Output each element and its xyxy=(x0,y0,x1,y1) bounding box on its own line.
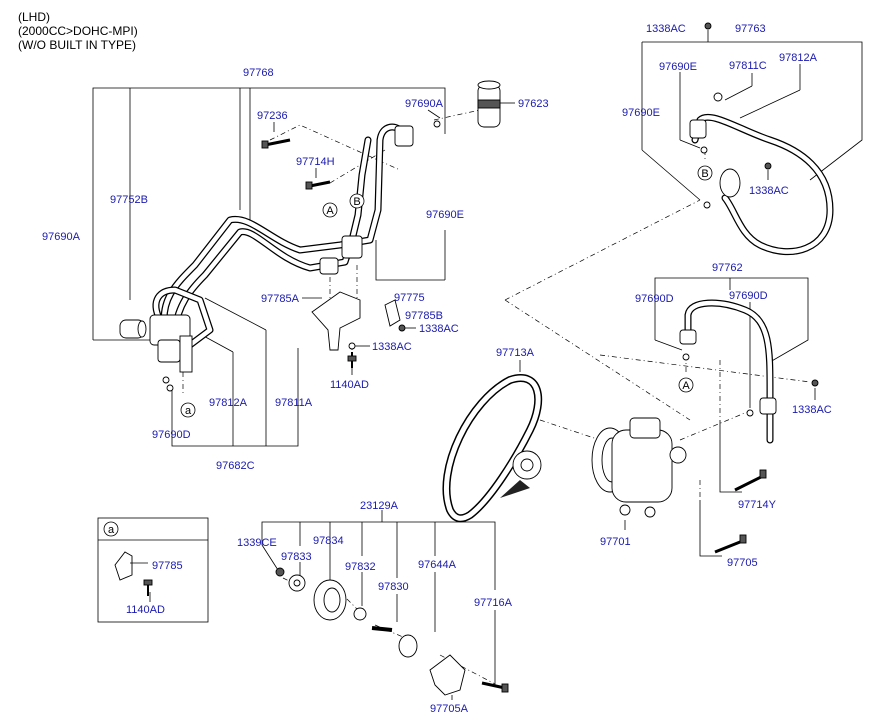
label-97716a: 97716A xyxy=(474,597,513,609)
label-1338ac-r2: 1338AC xyxy=(792,404,832,416)
bolt-icon xyxy=(261,138,331,190)
label-97690e: 97690E xyxy=(426,209,464,221)
label-97762: 97762 xyxy=(712,262,743,274)
leader-lines xyxy=(92,30,863,700)
refrigerant-hose-icon xyxy=(689,22,834,256)
label-97682c: 97682C xyxy=(216,460,255,472)
drive-belt-icon xyxy=(442,374,543,523)
label-1338ac-top: 1338AC xyxy=(646,23,686,35)
callout-markers: a A B B A xyxy=(180,165,713,418)
label-97775: 97775 xyxy=(394,292,425,304)
label-97714h: 97714H xyxy=(296,156,335,168)
label-97713a: 97713A xyxy=(496,347,535,359)
label-97785a: 97785A xyxy=(261,293,300,305)
svg-text:A: A xyxy=(326,205,334,217)
label-inset-1140ad: 1140AD xyxy=(126,604,165,616)
label-1338ac-a: 1338AC xyxy=(419,323,459,335)
svg-text:a: a xyxy=(108,524,115,536)
idler-pulley-icon xyxy=(275,567,509,696)
label-1339ce: 1339CE xyxy=(237,537,277,549)
bolt-icon xyxy=(714,469,767,554)
label-97785b: 97785B xyxy=(405,310,443,322)
compressor-icon xyxy=(591,417,687,518)
label-97812a: 97812A xyxy=(209,397,248,409)
label-97830: 97830 xyxy=(378,581,409,593)
label-97833: 97833 xyxy=(281,551,312,563)
refrigerant-hose-icon xyxy=(152,123,404,349)
label-97690e-r1: 97690E xyxy=(659,61,697,73)
svg-text:B: B xyxy=(701,168,708,180)
note-lhd: (LHD) xyxy=(18,10,50,24)
hose-fittings xyxy=(149,125,414,373)
label-23129a: 23129A xyxy=(360,500,399,512)
label-97768: 97768 xyxy=(243,67,274,79)
note-engine: (2000CC>DOHC-MPI) xyxy=(18,24,138,38)
label-97763: 97763 xyxy=(735,23,766,35)
label-97705a: 97705A xyxy=(430,703,469,715)
bracket-icon xyxy=(162,120,441,392)
label-97623: 97623 xyxy=(518,98,549,110)
label-1140ad: 1140AD xyxy=(330,379,369,391)
note-type: (W/O BUILT IN TYPE) xyxy=(18,38,137,52)
receiver-drier-icon xyxy=(119,319,147,339)
receiver-drier-icon xyxy=(477,80,501,128)
label-97690d-r2: 97690D xyxy=(729,290,768,302)
label-97705: 97705 xyxy=(727,557,758,569)
label-97812a-r: 97812A xyxy=(779,52,818,64)
svg-text:a: a xyxy=(185,405,192,417)
refrigerant-hose-icon xyxy=(679,299,819,444)
label-1338ac-r: 1338AC xyxy=(749,185,789,197)
label-97714y: 97714Y xyxy=(738,499,777,511)
label-97690d-r1: 97690D xyxy=(635,293,674,305)
label-97752b: 97752B xyxy=(110,194,148,206)
label-97690d: 97690D xyxy=(152,429,191,441)
label-97644a: 97644A xyxy=(418,559,457,571)
label-97832: 97832 xyxy=(345,561,376,573)
label-97701: 97701 xyxy=(600,536,631,548)
svg-text:B: B xyxy=(353,196,360,208)
label-inset-97785: 97785 xyxy=(152,560,183,572)
label-97834: 97834 xyxy=(313,535,344,547)
svg-text:A: A xyxy=(682,380,690,392)
label-97690e-r2: 97690E xyxy=(622,107,660,119)
label-97811a: 97811A xyxy=(275,397,313,409)
label-97690a: 97690A xyxy=(405,98,444,110)
label-97811c: 97811C xyxy=(729,60,767,72)
label-97690a-left: 97690A xyxy=(42,231,81,243)
label-1338ac-b: 1338AC xyxy=(372,341,412,353)
label-97236: 97236 xyxy=(257,110,288,122)
part-labels: 97768 97236 97690A 97623 97714H 97752B 9… xyxy=(42,23,832,715)
inset-detail-a: a xyxy=(97,517,209,623)
